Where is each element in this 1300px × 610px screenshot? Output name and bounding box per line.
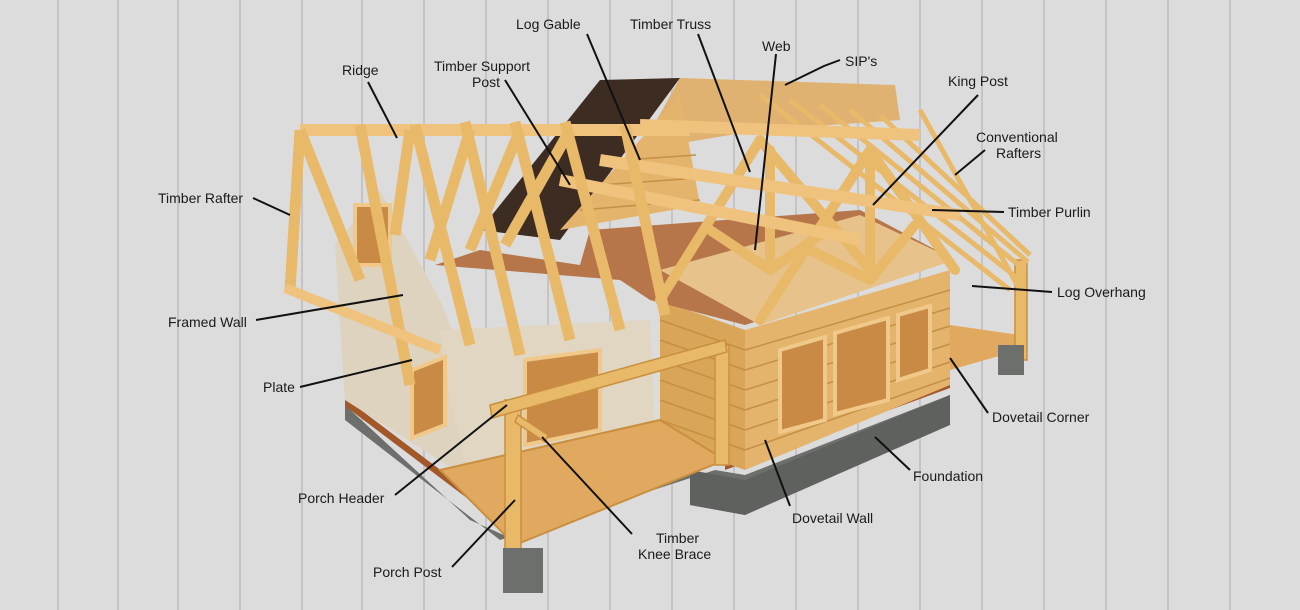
pier-blocks bbox=[503, 345, 1024, 593]
label-timber-truss: Timber Truss bbox=[630, 16, 711, 32]
timber-trusses bbox=[655, 135, 960, 325]
leader-king-post bbox=[872, 94, 979, 206]
leader-plate bbox=[299, 359, 413, 388]
leader-web bbox=[754, 53, 777, 251]
leader-timber-knee-brace bbox=[541, 436, 633, 535]
leader-timber-truss bbox=[697, 33, 751, 173]
label-web: Web bbox=[762, 38, 791, 54]
leader-lines bbox=[252, 33, 1053, 568]
leader-conventional-rafters bbox=[954, 149, 986, 176]
leader-porch-post bbox=[451, 499, 516, 568]
log-wall-windows bbox=[778, 303, 932, 435]
timber-floor-deck bbox=[660, 215, 955, 325]
leader-sips bbox=[784, 59, 841, 86]
label-conventional-rafters-line2: Rafters bbox=[996, 145, 1041, 161]
foundation-right bbox=[690, 395, 950, 515]
label-timber-knee-brace-line1: Timber bbox=[656, 530, 699, 546]
label-log-gable: Log Gable bbox=[516, 16, 581, 32]
leader-dovetail-wall bbox=[764, 439, 791, 507]
label-dovetail-corner: Dovetail Corner bbox=[992, 409, 1090, 425]
label-porch-header: Porch Header bbox=[298, 490, 385, 506]
leader-porch-header bbox=[394, 404, 508, 496]
label-timber-support-post-line1: Timber Support bbox=[434, 58, 530, 74]
leader-log-gable bbox=[586, 33, 641, 161]
label-timber-support-post-line2: Post bbox=[472, 74, 500, 90]
porch-timbers bbox=[489, 259, 1028, 551]
label-framed-wall: Framed Wall bbox=[168, 314, 247, 330]
leader-framed-wall bbox=[255, 294, 404, 321]
label-log-overhang: Log Overhang bbox=[1057, 284, 1146, 300]
plate-beam bbox=[283, 283, 442, 355]
label-king-post: King Post bbox=[948, 73, 1008, 89]
leader-dovetail-corner bbox=[949, 357, 989, 414]
label-sips: SIP's bbox=[845, 53, 877, 69]
label-conventional-rafters-line1: Conventional bbox=[976, 129, 1058, 145]
label-timber-knee-brace-line2: Knee Brace bbox=[638, 546, 711, 562]
leader-timber-support-post bbox=[504, 79, 571, 186]
callout-labels: Log Gable Timber Truss Web SIP's Ridge T… bbox=[158, 16, 1146, 580]
leader-foundation bbox=[874, 436, 911, 471]
label-dovetail-wall: Dovetail Wall bbox=[792, 510, 873, 526]
label-plate: Plate bbox=[263, 379, 295, 395]
label-ridge: Ridge bbox=[342, 62, 379, 78]
label-porch-post: Porch Post bbox=[373, 564, 442, 580]
leader-timber-purlin bbox=[931, 209, 1005, 213]
label-timber-rafter: Timber Rafter bbox=[158, 190, 243, 206]
timber-rafters bbox=[284, 120, 671, 387]
side-porch-floor bbox=[950, 325, 1020, 370]
leader-ridge bbox=[367, 81, 398, 139]
leader-log-overhang bbox=[971, 285, 1053, 293]
label-foundation: Foundation bbox=[913, 468, 983, 484]
label-timber-purlin: Timber Purlin bbox=[1008, 204, 1091, 220]
leader-timber-rafter bbox=[252, 197, 291, 216]
